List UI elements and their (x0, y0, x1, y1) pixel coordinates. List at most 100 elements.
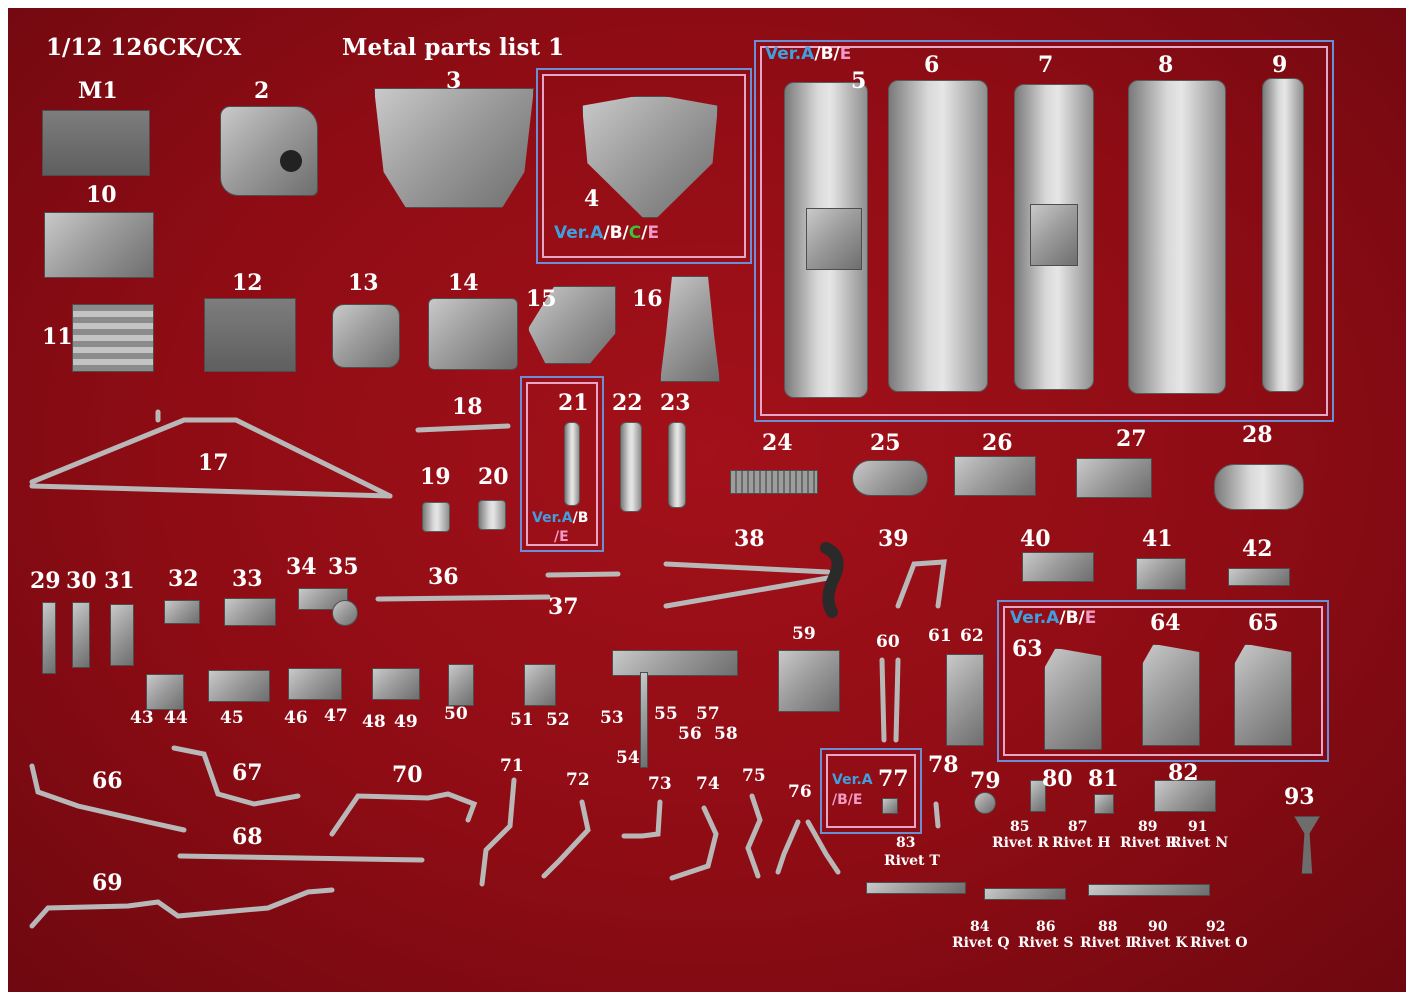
label-51: 51 (510, 710, 534, 730)
rivet-90: Rivet K (1130, 935, 1188, 951)
label-93: 93 (1284, 784, 1315, 810)
part-67-pipe (171, 745, 301, 807)
part-28-canister (1214, 464, 1304, 510)
label-68: 68 (232, 824, 263, 850)
label-37: 37 (548, 594, 579, 620)
label-15: 15 (526, 286, 557, 312)
part-32-bracket (164, 600, 200, 624)
part-7-hatch (1030, 204, 1078, 266)
label-14: 14 (448, 270, 479, 296)
part-5-hatch (806, 208, 862, 270)
label-21: 21 (558, 390, 589, 416)
part-40-valve (1022, 552, 1094, 582)
label-43: 43 (130, 708, 154, 728)
rivet-92: Rivet O (1190, 935, 1248, 951)
part-36-rod (375, 594, 551, 602)
label-52: 52 (546, 710, 570, 730)
label-61: 61 (928, 626, 952, 646)
part-66-pipe (29, 763, 187, 833)
label-9: 9 (1272, 52, 1288, 78)
rivet-88: Rivet I (1080, 935, 1132, 951)
part-31-arm (110, 604, 134, 666)
label-79: 79 (970, 768, 1001, 794)
part-60-fork (879, 657, 901, 743)
ver-tag-77: Ver.A (832, 772, 873, 788)
part-75-pipe (745, 793, 763, 879)
label-5: 5 (851, 68, 867, 94)
label-31: 31 (104, 568, 135, 594)
label-42: 42 (1242, 536, 1273, 562)
part-38-handle (820, 542, 844, 618)
part-64-panel (1142, 644, 1200, 746)
part-43-44-bracket (146, 674, 184, 710)
label-18: 18 (452, 394, 483, 420)
part-46-47-bracket (288, 668, 342, 700)
label-71: 71 (500, 756, 524, 776)
label-69: 69 (92, 870, 123, 896)
label-27: 27 (1116, 426, 1147, 452)
part-35-wheel (332, 600, 358, 626)
part-29-arm (42, 602, 56, 674)
label-58: 58 (714, 724, 738, 744)
page-title: 1/12 126CK/CX (46, 34, 242, 61)
rod-parts-svg (29, 409, 947, 929)
rivet-83: Rivet T (884, 853, 940, 869)
label-89: 89 (1138, 819, 1158, 835)
label-45: 45 (220, 708, 244, 728)
part-2-casting (220, 106, 318, 196)
ver-tag-77-line2: /B/E (832, 792, 863, 808)
label-49: 49 (394, 712, 418, 732)
label-56: 56 (678, 724, 702, 744)
label-19: 19 (420, 464, 451, 490)
part-78-elbow (933, 801, 941, 829)
part-82-bracket (1154, 780, 1216, 812)
label-74: 74 (696, 774, 720, 794)
label-29: 29 (30, 568, 61, 594)
label-24: 24 (762, 430, 793, 456)
label-88: 88 (1098, 919, 1118, 935)
part-73-pipe (621, 799, 663, 839)
part-39-lever (895, 559, 947, 609)
part-74-pipe (669, 805, 719, 881)
part-50-bracket (448, 664, 474, 706)
label-33: 33 (232, 566, 263, 592)
label-46: 46 (284, 708, 308, 728)
rivet-85: Rivet R (992, 835, 1049, 851)
part-19-bush (422, 502, 450, 532)
part-48-49-bracket (372, 668, 420, 700)
rivet-89: Rivet R (1120, 835, 1177, 851)
label-25: 25 (870, 430, 901, 456)
part-54-rod (640, 672, 648, 768)
part-22-tube (620, 422, 642, 512)
part-80-clip (1030, 780, 1046, 812)
part-2-hole (280, 150, 302, 172)
part-30-arm (72, 602, 90, 668)
part-38-rod-b (663, 575, 831, 609)
label-76: 76 (788, 782, 812, 802)
label-7: 7 (1038, 52, 1054, 78)
label-39: 39 (878, 526, 909, 552)
part-26-manifold (954, 456, 1036, 496)
label-85: 85 (1010, 819, 1030, 835)
label-64: 64 (1150, 610, 1181, 636)
part-6-panel (888, 80, 988, 392)
part-87-92-rivet-sprue (1088, 884, 1210, 896)
label-57: 57 (696, 704, 720, 724)
part-70-pipe (329, 791, 478, 837)
label-67: 67 (232, 760, 263, 786)
parts-sheet: 1/12 126CK/CX Metal parts list 1 Ver.A/B… (8, 8, 1406, 992)
rivet-87: Rivet H (1052, 835, 1111, 851)
ver-frame-21 (520, 376, 604, 552)
label-77: 77 (878, 766, 909, 792)
label-80: 80 (1042, 766, 1073, 792)
label-63: 63 (1012, 636, 1043, 662)
part-69-pipe (29, 887, 335, 929)
part-13-casting (332, 304, 400, 368)
part-17-lower (29, 483, 393, 499)
label-48: 48 (362, 712, 386, 732)
part-65-panel (1234, 644, 1292, 746)
label-6: 6 (924, 52, 940, 78)
part-84-86-rivet-sprue (984, 888, 1066, 900)
part-23-tube (668, 422, 686, 508)
label-54: 54 (616, 748, 640, 768)
